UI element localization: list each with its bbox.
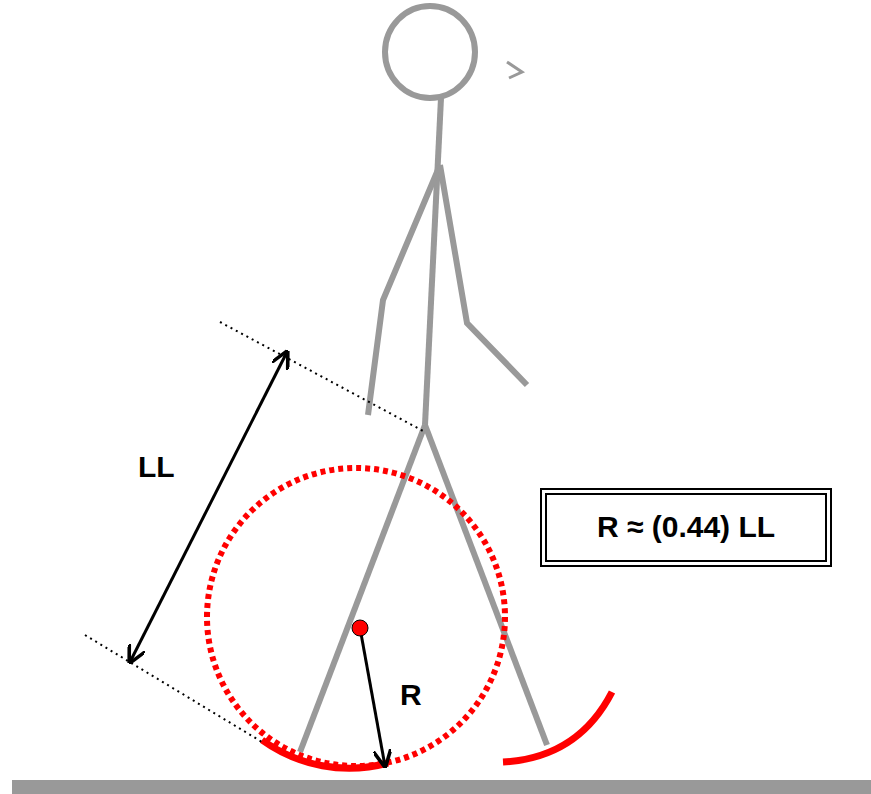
roll-over-circle	[207, 468, 505, 766]
head	[385, 6, 475, 98]
foot-arc	[262, 740, 388, 768]
formula-box: R ≈ (0.44) LL	[540, 488, 832, 567]
foot-arc	[503, 692, 612, 762]
radius-label: R	[400, 678, 422, 713]
stick-figure	[300, 6, 547, 752]
nose	[507, 62, 522, 78]
radius-arrow	[360, 628, 385, 766]
dimension-label: LL	[138, 450, 175, 485]
formula-text: R ≈ (0.44) LL	[597, 510, 775, 545]
extension-line	[220, 322, 425, 432]
ground-bar	[12, 780, 871, 794]
torso	[425, 98, 441, 425]
left-arm	[368, 165, 440, 415]
circle-center	[352, 620, 368, 636]
extension-line	[85, 635, 262, 742]
dimension-arrow	[130, 352, 287, 662]
right-leg	[425, 425, 547, 745]
left-leg	[300, 425, 425, 752]
right-arm	[440, 165, 527, 385]
